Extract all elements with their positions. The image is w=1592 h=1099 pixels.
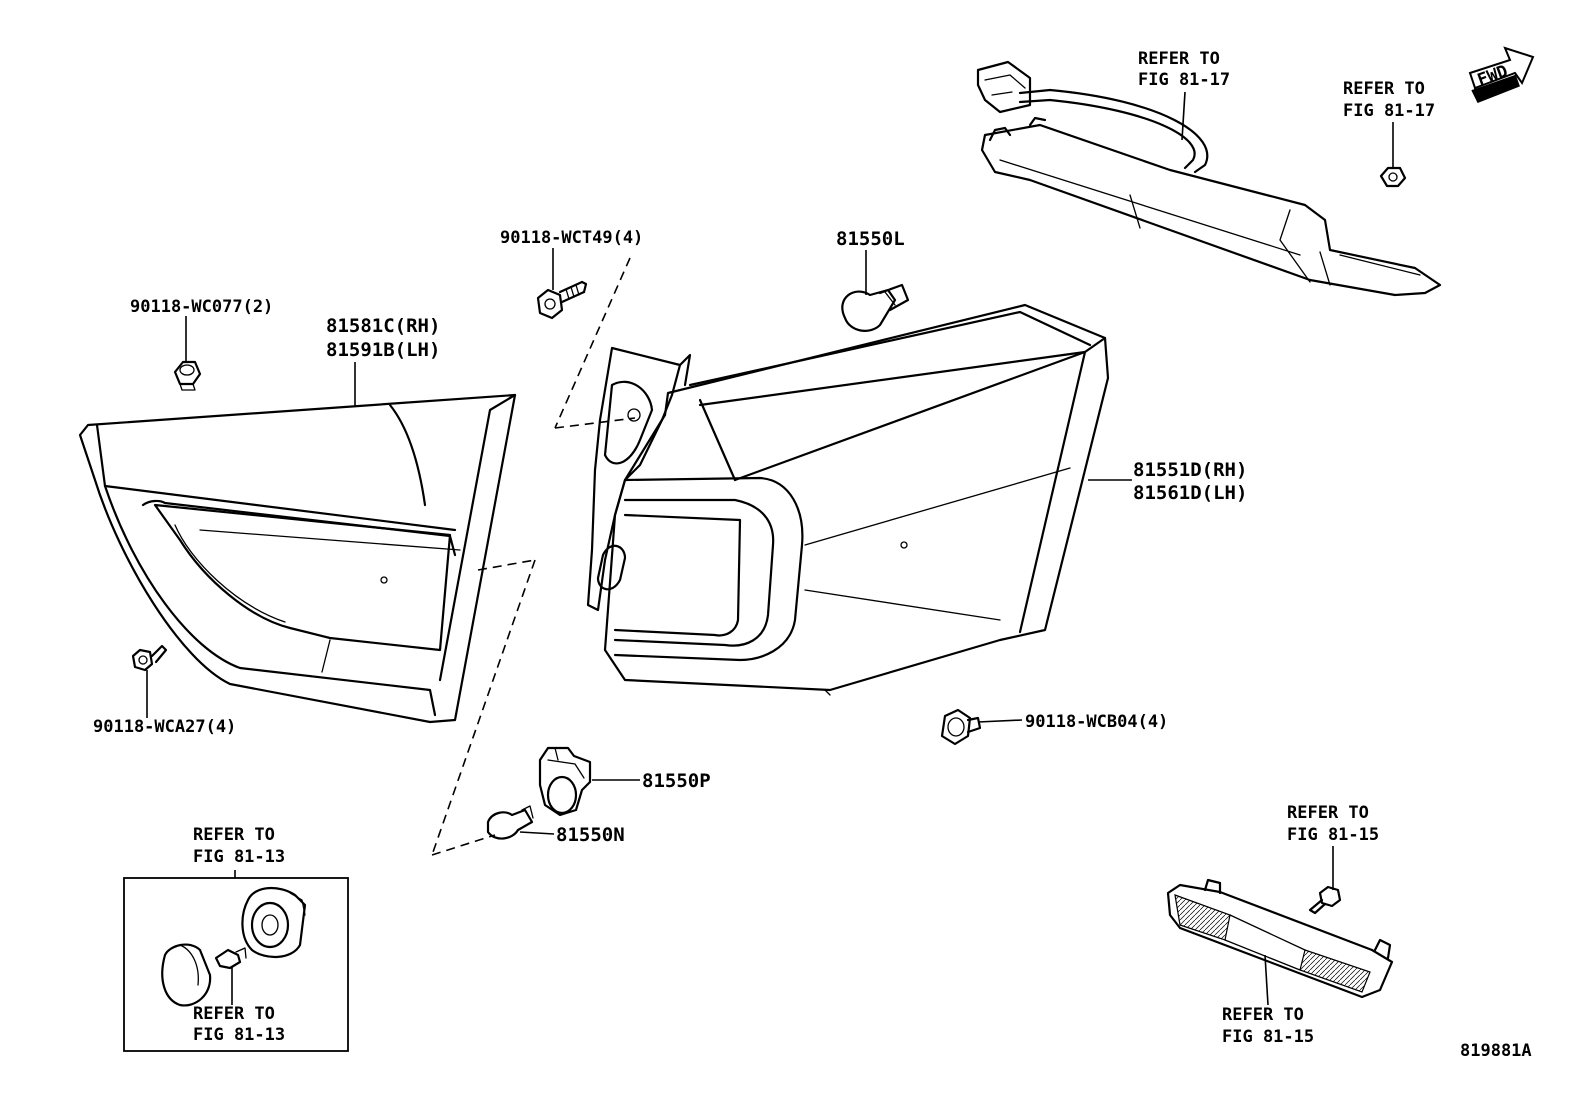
label-90118-wc077: 90118-WC077(2) xyxy=(130,297,273,317)
screw-90118-wct49 xyxy=(536,280,588,320)
bulb-81550n xyxy=(486,805,534,840)
socket-81550p xyxy=(538,746,592,817)
label-90118-wct49: 90118-WCT49(4) xyxy=(500,228,643,248)
label-90118-wcb04: 90118-WCB04(4) xyxy=(1025,712,1168,732)
refer-fig-81-15-bottom-line1: REFER TO xyxy=(1222,1005,1304,1025)
dashed-reference-lines xyxy=(431,257,636,856)
label-90118-wca27: 90118-WCA27(4) xyxy=(93,717,236,737)
inner-lamp-81581c xyxy=(78,393,517,724)
label-81551d-line1: 81551D(RH) xyxy=(1133,459,1247,481)
screw-90118-wca27 xyxy=(131,644,168,672)
clip-nut-refer-81-17 xyxy=(1379,166,1407,188)
refer-fig-81-17-right-line1: REFER TO xyxy=(1343,79,1425,99)
high-mount-stop-lamp-drawing xyxy=(976,60,1442,297)
refer-fig-81-15-top-line2: FIG 81-15 xyxy=(1287,825,1379,845)
inset-box-fig-81-13 xyxy=(123,877,349,1052)
refer-fig-81-13-top-line1: REFER TO xyxy=(193,825,275,845)
refer-fig-81-13-top-line2: FIG 81-13 xyxy=(193,847,285,867)
figure-id: 819881A xyxy=(1460,1041,1532,1061)
refer-fig-81-17-top-line1: REFER TO xyxy=(1138,49,1220,69)
label-81581c-line2: 81591B(LH) xyxy=(326,339,440,361)
label-81551d-line2: 81561D(LH) xyxy=(1133,482,1247,504)
nut-90118-wc077 xyxy=(173,360,202,391)
refer-fig-81-13-bottom-line2: FIG 81-13 xyxy=(193,1025,285,1045)
bulb-81550l xyxy=(841,283,910,332)
outer-lamp-81551d xyxy=(586,303,1110,696)
callout-labels: REFER TO FIG 81-17 REFER TO FIG 81-17 90… xyxy=(93,49,1532,1061)
label-81581c-line1: 81581C(RH) xyxy=(326,315,440,337)
refer-fig-81-15-bottom-line2: FIG 81-15 xyxy=(1222,1027,1314,1047)
clip-90118-wcb04 xyxy=(940,708,982,746)
refer-fig-81-17-right-line2: FIG 81-17 xyxy=(1343,101,1435,121)
leader-lines xyxy=(146,91,1394,1006)
refer-fig-81-17-top-line2: FIG 81-17 xyxy=(1138,70,1230,90)
refer-fig-81-13-bottom-line1: REFER TO xyxy=(193,1004,275,1024)
fwd-arrow-icon: FWD xyxy=(1468,46,1535,103)
refer-fig-81-15-top-line1: REFER TO xyxy=(1287,803,1369,823)
label-81550n: 81550N xyxy=(556,824,625,846)
reflector-fig-81-15 xyxy=(1166,878,1394,999)
label-81550l: 81550L xyxy=(836,228,905,250)
label-81550p: 81550P xyxy=(642,770,711,792)
